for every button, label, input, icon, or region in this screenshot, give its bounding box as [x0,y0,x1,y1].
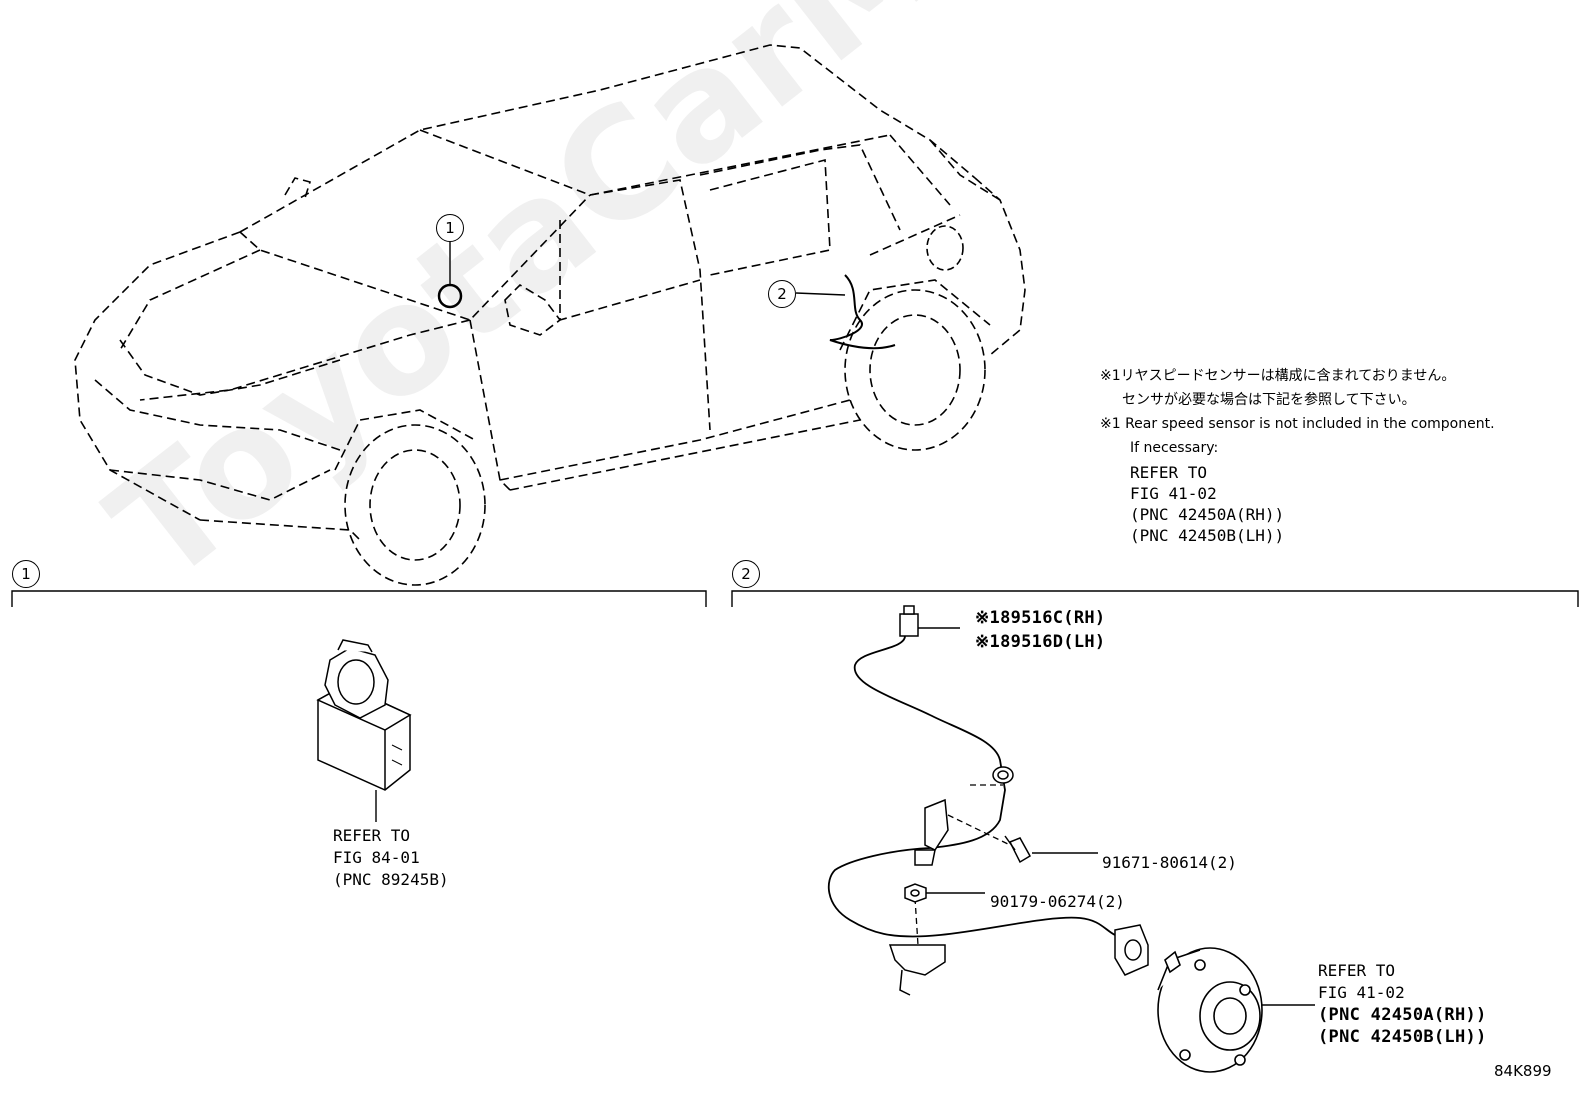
section1-ref-line-3: (PNC 89245B) [333,870,449,889]
rear-hub [1157,947,1263,1073]
note-en-line-1: ※1 Rear speed sensor is not included in … [1100,416,1495,432]
part-number-rh: ※189516C(RH) [975,608,1106,628]
callout-2-car: 2 [768,280,796,308]
note-ref-line-1: REFER TO [1130,463,1208,482]
part-number-lh: ※189516D(LH) [975,632,1106,652]
bolt [1004,835,1032,864]
cable-grommet [992,766,1014,784]
sensor-cable [827,635,1116,938]
yaw-sensor-unit [316,639,412,791]
hub-ref-line-4: (PNC 42450B(LH)) [1318,1027,1487,1047]
hub-ref-line-1: REFER TO [1318,961,1396,980]
hub-ref-line-3: (PNC 42450A(RH)) [1318,1005,1487,1025]
bolt-part-number: 91671-80614(2) [1102,853,1237,872]
nut [904,883,927,903]
clip-bracket-lower [888,944,946,996]
sensor-connector [899,605,919,637]
sensor-head [1114,924,1149,976]
callout-1-section: 1 [12,560,40,588]
section-1-bracket [11,590,707,607]
front-wheel [334,409,486,586]
note-ref-line-4: (PNC 42450B(LH)) [1130,526,1285,545]
note-ref-line-2: FIG 41-02 [1130,484,1217,503]
clip-bracket-upper [914,798,949,866]
callout-2-section: 2 [732,560,760,588]
vehicle-outline [74,44,1026,541]
section1-ref-line-2: FIG 84-01 [333,848,420,867]
note-jp-line-2: センサが必要な場合は下記を参照して下さい。 [1122,392,1416,408]
note-jp-line-1: ※1リヤスピードセンサーは構成に含まれておりません。 [1100,368,1456,384]
section-2-bracket [731,590,1579,607]
rear-wheel [839,279,991,451]
nut-part-number: 90179-06274(2) [990,892,1125,911]
fuel-cap [926,225,964,271]
hub-ref-line-2: FIG 41-02 [1318,983,1405,1002]
note-en-line-2: If necessary: [1130,440,1219,456]
location-1-marker [437,283,463,309]
figure-code: 84K899 [1494,1062,1552,1080]
location-2-wire [829,274,896,350]
note-ref-line-3: (PNC 42450A(RH)) [1130,505,1285,524]
callout-1-car: 1 [436,214,464,242]
section1-ref-line-1: REFER TO [333,826,411,845]
